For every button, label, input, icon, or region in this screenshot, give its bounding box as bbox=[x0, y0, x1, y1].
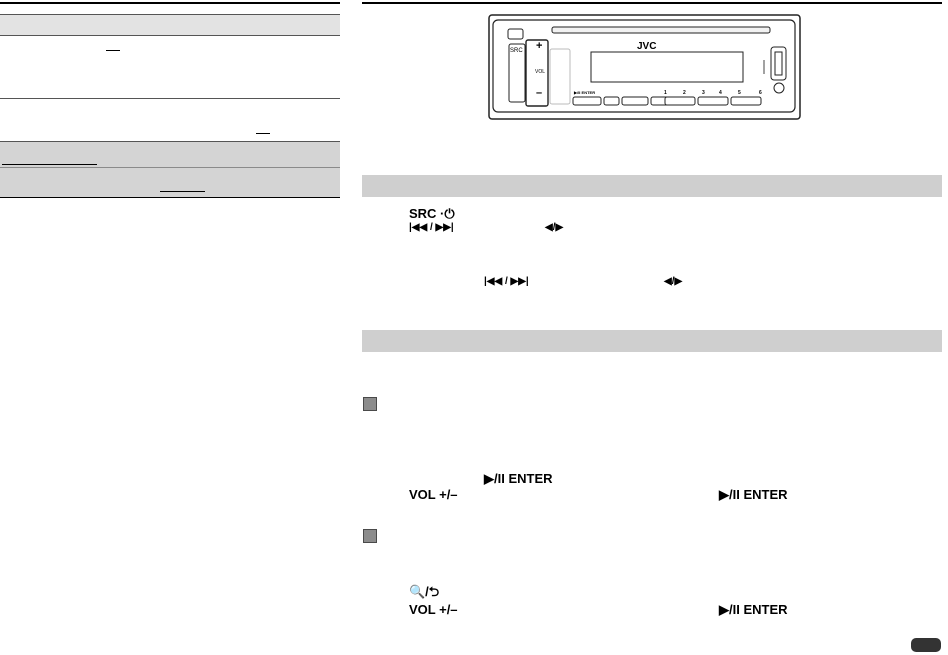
volume-icon: VOL +/– bbox=[409, 602, 458, 617]
play-enter-icon: ▶/II ENTER bbox=[484, 471, 553, 486]
preset-2: 2 bbox=[683, 90, 686, 96]
preset-6: 6 bbox=[759, 90, 762, 96]
skip-icon: |◀◀ / ▶▶| bbox=[484, 276, 529, 287]
left-right-arrows-icon: ◀/▶ bbox=[664, 276, 683, 287]
settings-table bbox=[0, 2, 340, 198]
table-header-row bbox=[0, 14, 340, 36]
search-back-icon: 🔍/⮌ bbox=[409, 584, 440, 599]
panel-play-label: ▶/II ENTER bbox=[574, 90, 596, 95]
preset-5: 5 bbox=[738, 90, 741, 96]
vol-plus-mark: + bbox=[536, 40, 543, 52]
preset-3: 3 bbox=[702, 90, 705, 96]
default-value-underline bbox=[160, 191, 205, 192]
right-column-rule bbox=[362, 2, 942, 4]
table-row-divider bbox=[0, 167, 340, 168]
option-underline bbox=[2, 164, 97, 165]
default-value-underline bbox=[106, 50, 120, 51]
left-right-arrows-icon: ◀/▶ bbox=[545, 222, 564, 233]
preset-4: 4 bbox=[719, 90, 722, 96]
skip-icon: |◀◀ / ▶▶| bbox=[409, 222, 454, 233]
step-marker-2 bbox=[363, 529, 377, 543]
table-shaded-row bbox=[0, 141, 340, 197]
table-row-divider bbox=[0, 98, 340, 99]
vol-label: VOL bbox=[535, 69, 546, 75]
src-power-icon: SRC ·⏻ bbox=[409, 206, 455, 221]
play-enter-icon: ▶/II ENTER bbox=[719, 602, 788, 617]
faceplate-illustration bbox=[488, 14, 801, 120]
src-label: SRC bbox=[510, 48, 523, 54]
volume-icon: VOL +/– bbox=[409, 487, 458, 502]
default-value-underline bbox=[256, 133, 270, 134]
play-enter-icon: ▶/II ENTER bbox=[719, 487, 788, 502]
section-header-bar bbox=[362, 330, 942, 352]
brand-logo: JVC bbox=[637, 41, 657, 52]
vol-minus-mark: – bbox=[536, 87, 543, 99]
preset-1: 1 bbox=[664, 90, 667, 96]
page-language-tab bbox=[911, 638, 941, 652]
section-header-bar bbox=[362, 175, 942, 197]
step-marker-1 bbox=[363, 397, 377, 411]
